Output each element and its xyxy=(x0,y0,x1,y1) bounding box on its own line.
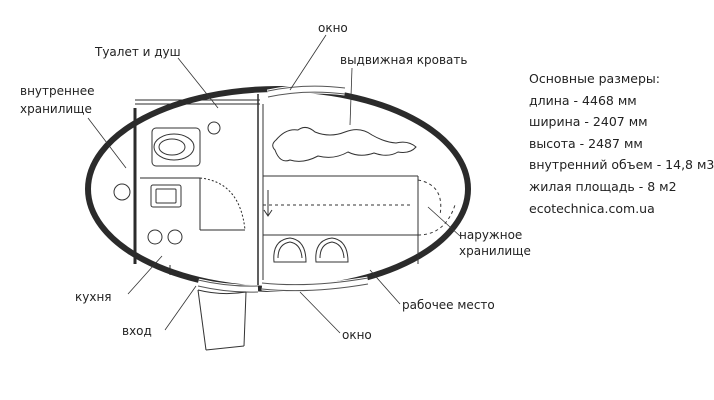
label-window-bottom: окно xyxy=(342,328,372,342)
label-window-top: окно xyxy=(318,21,348,35)
label-external-storage-line1: наружное xyxy=(459,228,522,242)
kitchen-stove xyxy=(147,229,183,245)
capsule-shell xyxy=(85,86,471,292)
interior-walls xyxy=(133,94,260,285)
sleeping-figure xyxy=(272,126,417,162)
label-internal-storage: внутреннее хранилище xyxy=(20,84,98,116)
workplace-chair-right xyxy=(315,237,349,263)
entrance-opening xyxy=(196,278,259,294)
bed-arrow-icon xyxy=(263,190,273,217)
spec-volume: внутренний объем - 14,8 м3 xyxy=(529,157,714,173)
spec-length: длина - 4468 мм xyxy=(529,92,637,108)
specs-panel: Основные размеры: длина - 4468 мм ширина… xyxy=(529,68,714,219)
spec-width: ширина - 2407 мм xyxy=(529,114,648,130)
leader-lines xyxy=(87,34,461,334)
workplace-chair-left xyxy=(273,237,307,263)
spec-height: высота - 2487 мм xyxy=(529,135,643,151)
label-internal-storage-line1: внутреннее xyxy=(20,84,94,98)
shower-drain xyxy=(207,121,221,135)
storage-knob xyxy=(113,183,131,201)
spec-website: ecotechnica.com.ua xyxy=(529,200,655,216)
spec-living-area: жилая площадь - 8 м2 xyxy=(529,178,677,194)
specs-title: Основные размеры: xyxy=(529,71,660,86)
window-bottom-opening xyxy=(261,276,369,293)
label-external-storage-line2: хранилище xyxy=(459,244,531,258)
entrance-door xyxy=(197,289,247,351)
window-top-opening xyxy=(267,84,346,99)
label-toilet-shower: Туалет и душ xyxy=(94,45,181,59)
toilet xyxy=(151,127,201,167)
label-workplace: рабочее место xyxy=(402,298,495,312)
label-external-storage: наружное хранилище xyxy=(459,228,531,258)
sliding-bed-frame xyxy=(262,104,456,280)
label-kitchen: кухня xyxy=(75,290,112,304)
label-internal-storage-line2: хранилище xyxy=(20,102,92,116)
label-sliding-bed: выдвижная кровать xyxy=(340,53,467,67)
label-entrance: вход xyxy=(122,324,152,338)
kitchen-sink xyxy=(150,184,182,208)
